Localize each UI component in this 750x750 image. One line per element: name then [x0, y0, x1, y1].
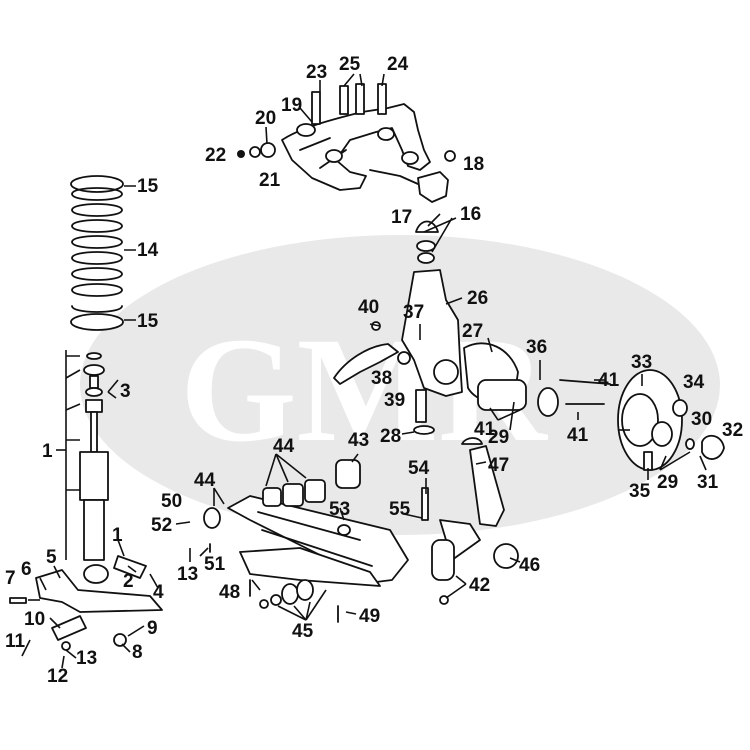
- callout-39: 39: [384, 390, 405, 411]
- callout-50: 50: [161, 491, 182, 512]
- callout-11: 11: [5, 631, 26, 652]
- upper-wishbone-assembly: [237, 83, 456, 264]
- callout-33: 33: [631, 352, 652, 373]
- callout-45: 45: [292, 621, 314, 642]
- callout-49: 49: [359, 606, 380, 627]
- callout-55: 55: [389, 499, 411, 520]
- callout-44-left: 44: [194, 470, 216, 491]
- callout-22: 22: [205, 145, 226, 166]
- callout-15-bottom: 15: [137, 311, 159, 332]
- callout-35: 35: [629, 481, 651, 502]
- callout-43: 43: [348, 430, 369, 451]
- callout-6: 6: [21, 559, 32, 580]
- callout-20: 20: [255, 108, 276, 129]
- callout-28: 28: [380, 426, 401, 447]
- callout-51: 51: [204, 554, 226, 575]
- callout-44-top: 44: [273, 436, 295, 457]
- callout-32: 32: [722, 420, 743, 441]
- callout-53: 53: [329, 499, 350, 520]
- callout-8: 8: [132, 642, 143, 663]
- callout-3: 3: [120, 381, 131, 402]
- callout-18: 18: [463, 154, 484, 175]
- callout-40: 40: [358, 297, 379, 318]
- callout-13-bottom: 13: [76, 648, 97, 669]
- callout-54: 54: [408, 458, 430, 479]
- callout-2: 2: [123, 571, 134, 592]
- callout-41-left: 41: [474, 419, 496, 440]
- callout-41-center: 41: [567, 425, 589, 446]
- callout-29-left: 29: [488, 427, 509, 448]
- callout-12: 12: [47, 666, 68, 687]
- callout-41-right: 41: [598, 370, 620, 391]
- callout-16: 16: [460, 204, 481, 225]
- callout-5: 5: [46, 547, 57, 568]
- watermark: GMR: [80, 235, 720, 535]
- callout-15-top: 15: [137, 176, 159, 197]
- callout-31: 31: [697, 472, 719, 493]
- callout-23: 23: [306, 62, 327, 83]
- callout-13-mid: 13: [177, 564, 198, 585]
- callout-9: 9: [147, 618, 158, 639]
- callout-26: 26: [467, 288, 488, 309]
- callout-4: 4: [153, 582, 164, 603]
- callout-29-right: 29: [657, 472, 678, 493]
- callout-24: 24: [387, 54, 409, 75]
- callout-27: 27: [462, 321, 483, 342]
- callout-10: 10: [24, 609, 45, 630]
- callout-30: 30: [691, 409, 712, 430]
- callout-17: 17: [391, 207, 412, 228]
- callout-34: 34: [683, 372, 705, 393]
- hub-assembly: [477, 369, 725, 471]
- callout-52: 52: [151, 515, 172, 536]
- callout-14: 14: [137, 240, 159, 261]
- callout-38: 38: [371, 368, 392, 389]
- coil-spring: [70, 175, 124, 331]
- shock-absorber: [9, 350, 163, 651]
- callout-46: 46: [519, 555, 540, 576]
- callout-47: 47: [488, 455, 509, 476]
- callout-19: 19: [281, 95, 302, 116]
- callout-42: 42: [469, 575, 490, 596]
- callout-labels: 23 25 24 19 20 22 21 18 15 14 15 17 16 2…: [5, 54, 743, 687]
- callout-48: 48: [219, 582, 240, 603]
- strut-rod-assembly: [421, 437, 519, 605]
- callout-21: 21: [259, 170, 281, 191]
- callout-25: 25: [339, 54, 361, 75]
- callout-36: 36: [526, 337, 547, 358]
- callout-7: 7: [5, 568, 16, 589]
- leader-lines: [21, 73, 707, 669]
- callout-37: 37: [403, 302, 424, 323]
- callout-1-left: 1: [42, 441, 53, 462]
- lower-wishbone: [203, 459, 409, 623]
- callout-1-right: 1: [112, 525, 123, 546]
